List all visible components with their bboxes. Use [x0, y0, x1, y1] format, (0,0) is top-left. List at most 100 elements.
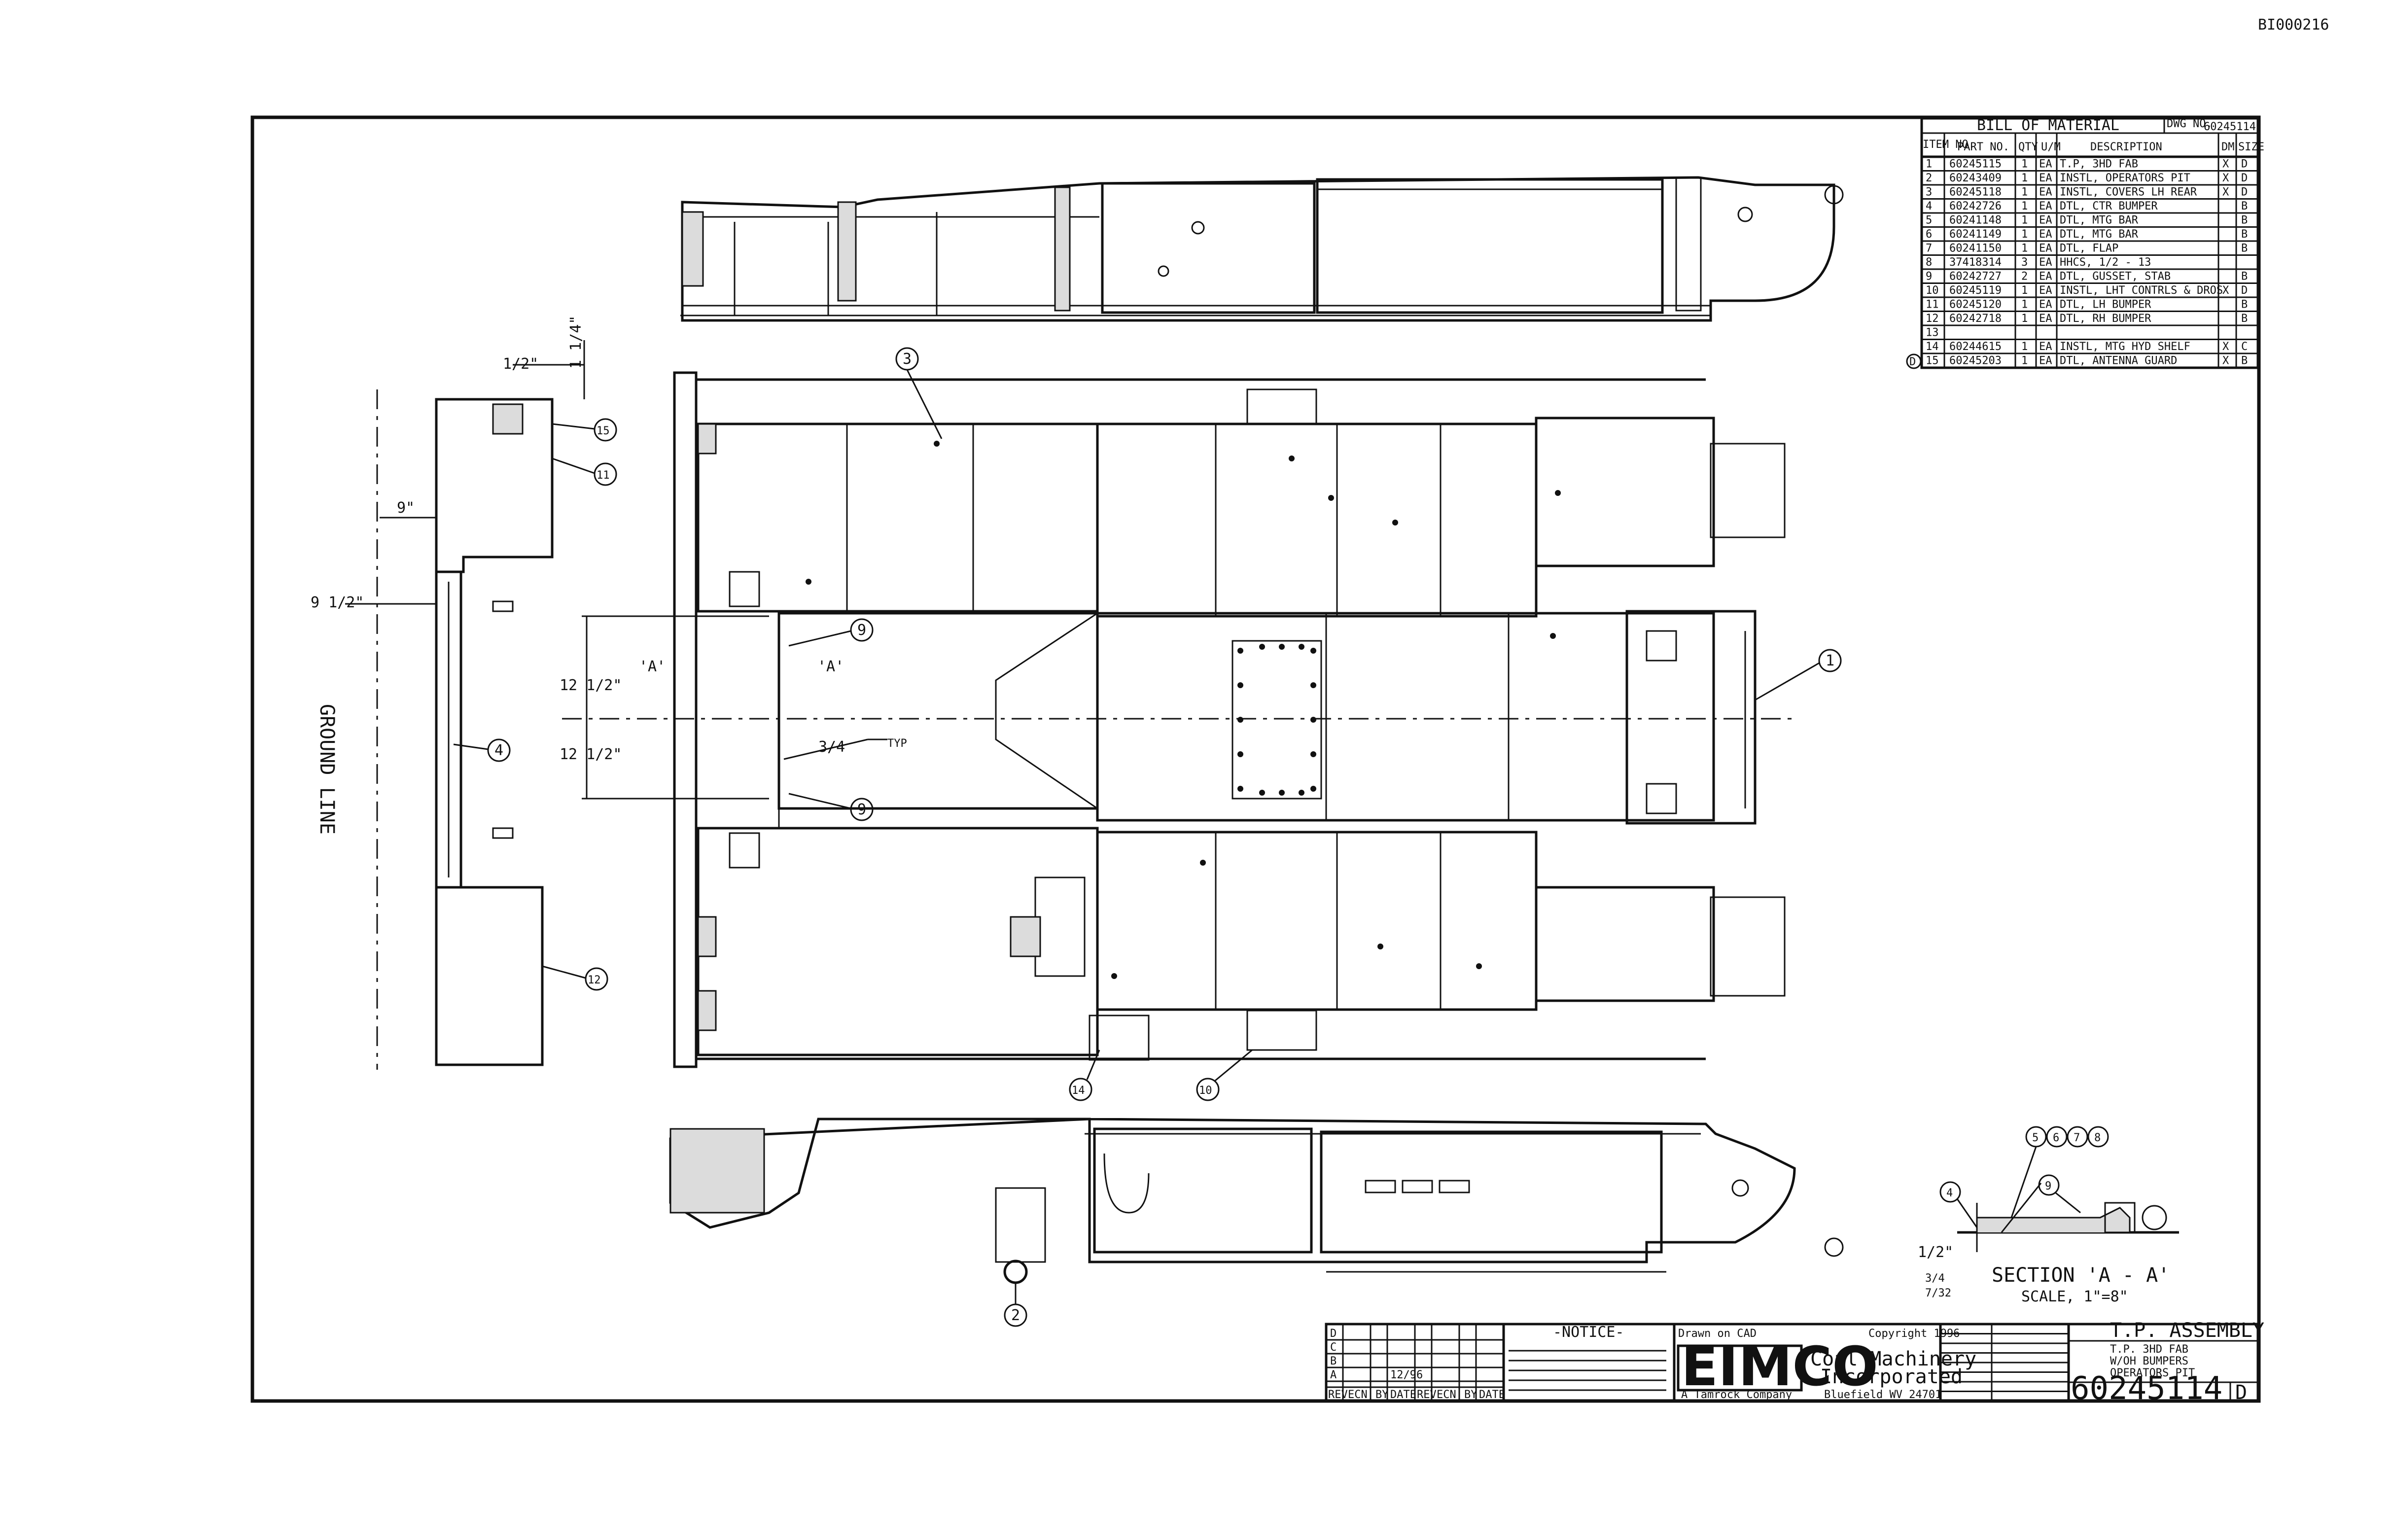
- bom-h-qty: QTY: [2018, 141, 2038, 153]
- bom-cell-size: D: [2241, 186, 2248, 199]
- bom-cell-desc: INSTL, MTG HYD SHELF: [2060, 341, 2190, 353]
- bolt-pattern: [806, 441, 1561, 979]
- left-bumper-view: [345, 340, 585, 1070]
- bom-cell-part: 60245120: [1949, 299, 2002, 311]
- bom-cell-item: 1: [1926, 158, 1932, 171]
- ground-line-label: GROUND LINE: [316, 704, 338, 835]
- bom-cell-desc: DTL, FLAP: [2060, 243, 2118, 255]
- bom-cell-size: D: [2241, 172, 2248, 184]
- bom-cell-part: 60241148: [1949, 214, 2002, 227]
- rev-letter-b: B: [1330, 1355, 1337, 1367]
- bom-cell-desc: INSTL, OPERATORS PIT: [2060, 172, 2190, 184]
- bom-cell-size: B: [2241, 228, 2248, 241]
- bom-cell-qty: 3: [2021, 256, 2028, 269]
- drawing-rev: D: [2235, 1381, 2247, 1404]
- balloon-sec-4: 4: [1939, 1181, 1978, 1228]
- bom-cell-um: EA: [2039, 299, 2052, 311]
- svg-text:4: 4: [1946, 1187, 1953, 1199]
- title-sub1: T.P. 3HD FAB: [2110, 1343, 2188, 1356]
- rev-h-by2: BY: [1464, 1389, 1477, 1401]
- bom-cell-part: 60244615: [1949, 341, 2002, 353]
- weld-size: 3/4: [818, 738, 845, 756]
- bom-cell-part: 60243409: [1949, 172, 2002, 184]
- svg-text:2: 2: [1011, 1307, 1020, 1324]
- balloon-10: 10: [1196, 1049, 1253, 1101]
- bom-cell-desc: DTL, LH BUMPER: [2060, 299, 2151, 311]
- balloon-4: 4: [453, 738, 511, 762]
- bom-cell-item: 14: [1926, 341, 1939, 353]
- bolt-dot: [1299, 790, 1304, 796]
- bom-cell-um: EA: [2039, 284, 2052, 297]
- bom-cell-part: 60245118: [1949, 186, 2002, 199]
- bom-cell-size: B: [2241, 271, 2248, 283]
- svg-text:15: 15: [597, 425, 610, 437]
- svg-text:14: 14: [1072, 1085, 1085, 1097]
- section-arrow-a1: 'A': [639, 658, 666, 675]
- bom-h-desc: DESCRIPTION: [2090, 141, 2162, 153]
- bom-cell-part: 60245115: [1949, 158, 2002, 171]
- bom-rev-marker: D: [1909, 356, 1916, 368]
- svg-text:9: 9: [2045, 1180, 2051, 1192]
- bolt-dot: [1392, 520, 1398, 525]
- svg-text:3: 3: [903, 350, 912, 368]
- bom-cell-part: 60241149: [1949, 228, 2002, 241]
- title-sub2: W/OH BUMPERS: [2110, 1355, 2188, 1367]
- bom-h-size: SIZE: [2238, 141, 2264, 153]
- bom-cell-qty: 1: [2021, 313, 2028, 325]
- bom-h-part: PART NO.: [1957, 141, 2009, 153]
- rev-h-date: DATE: [1390, 1389, 1416, 1401]
- bom-cell-dm: X: [2222, 172, 2229, 184]
- svg-text:1: 1: [1826, 652, 1834, 669]
- balloon-1: 1: [1755, 649, 1842, 701]
- rev-letter-c: C: [1330, 1341, 1337, 1354]
- bom-cell-size: D: [2241, 158, 2248, 171]
- bolt-dot: [1111, 973, 1117, 979]
- bolt-dot: [1310, 717, 1316, 723]
- bom-cell-size: D: [2241, 284, 2248, 297]
- bolt-dot: [1237, 717, 1243, 723]
- bom-cell-desc: HHCS, 1/2 - 13: [2060, 256, 2151, 269]
- svg-text:11: 11: [597, 469, 610, 482]
- bom-cell-size: B: [2241, 243, 2248, 255]
- drawn-on-cad: Drawn on CAD: [1678, 1328, 1757, 1340]
- svg-text:5: 5: [2032, 1132, 2039, 1144]
- doc-ref: BI000216: [2258, 16, 2329, 34]
- balloon-2: 2: [1004, 1282, 1027, 1327]
- balloon-9a: 9: [788, 618, 874, 647]
- bom-cell-um: EA: [2039, 313, 2052, 325]
- bom-cell-qty: 1: [2021, 341, 2028, 353]
- bom-cell-item: 12: [1926, 313, 1939, 325]
- company-sub: A Tamrock Company: [1681, 1389, 1792, 1401]
- bom-cell-part: 37418314: [1949, 256, 2002, 269]
- bom-cell-item: 10: [1926, 284, 1939, 297]
- bom-cell-size: B: [2241, 299, 2248, 311]
- bom-cell-item: 5: [1926, 214, 1932, 227]
- bom-cell-desc: DTL, MTG BAR: [2060, 214, 2139, 227]
- bom-cell-um: EA: [2039, 256, 2052, 269]
- bolt-dot: [1310, 682, 1316, 688]
- bolt-dot: [1328, 495, 1334, 501]
- bolt-dot: [806, 579, 811, 585]
- bom-cell-item: 6: [1926, 228, 1932, 241]
- bom-cell-um: EA: [2039, 243, 2052, 255]
- rev-h-date2: DATE: [1479, 1389, 1505, 1401]
- bom-cell-desc: INSTL, LHT CONTRLS & DROS: [2060, 284, 2223, 297]
- bom-cell-um: EA: [2039, 355, 2052, 367]
- bottom-elevation-view: [669, 1118, 1844, 1284]
- dim-half-top: 1/2": [503, 355, 538, 373]
- sec-dim-half: 1/2": [1918, 1244, 1953, 1261]
- section-a-a-detail: 1/2" 3/4 7/32 SECTION 'A - A' SCALE, 1"=…: [1918, 1183, 2179, 1305]
- bom-cell-qty: 1: [2021, 299, 2028, 311]
- balloons: 1 2 3 4 9 9 10 11 12 14 15 4 5 6 7 8 9: [453, 347, 2109, 1327]
- bom-cell-dm: X: [2222, 284, 2229, 297]
- rev-h-by: BY: [1375, 1389, 1389, 1401]
- revision-grid: [1326, 1324, 1504, 1401]
- bolt-dot: [1237, 786, 1243, 792]
- bom-cell-item: 7: [1926, 243, 1932, 255]
- bom-cell-dm: X: [2222, 355, 2229, 367]
- bom-cell-item: 15: [1926, 355, 1939, 367]
- bom-cell-um: EA: [2039, 186, 2052, 199]
- bom-dwgno: 60245114: [2204, 121, 2256, 133]
